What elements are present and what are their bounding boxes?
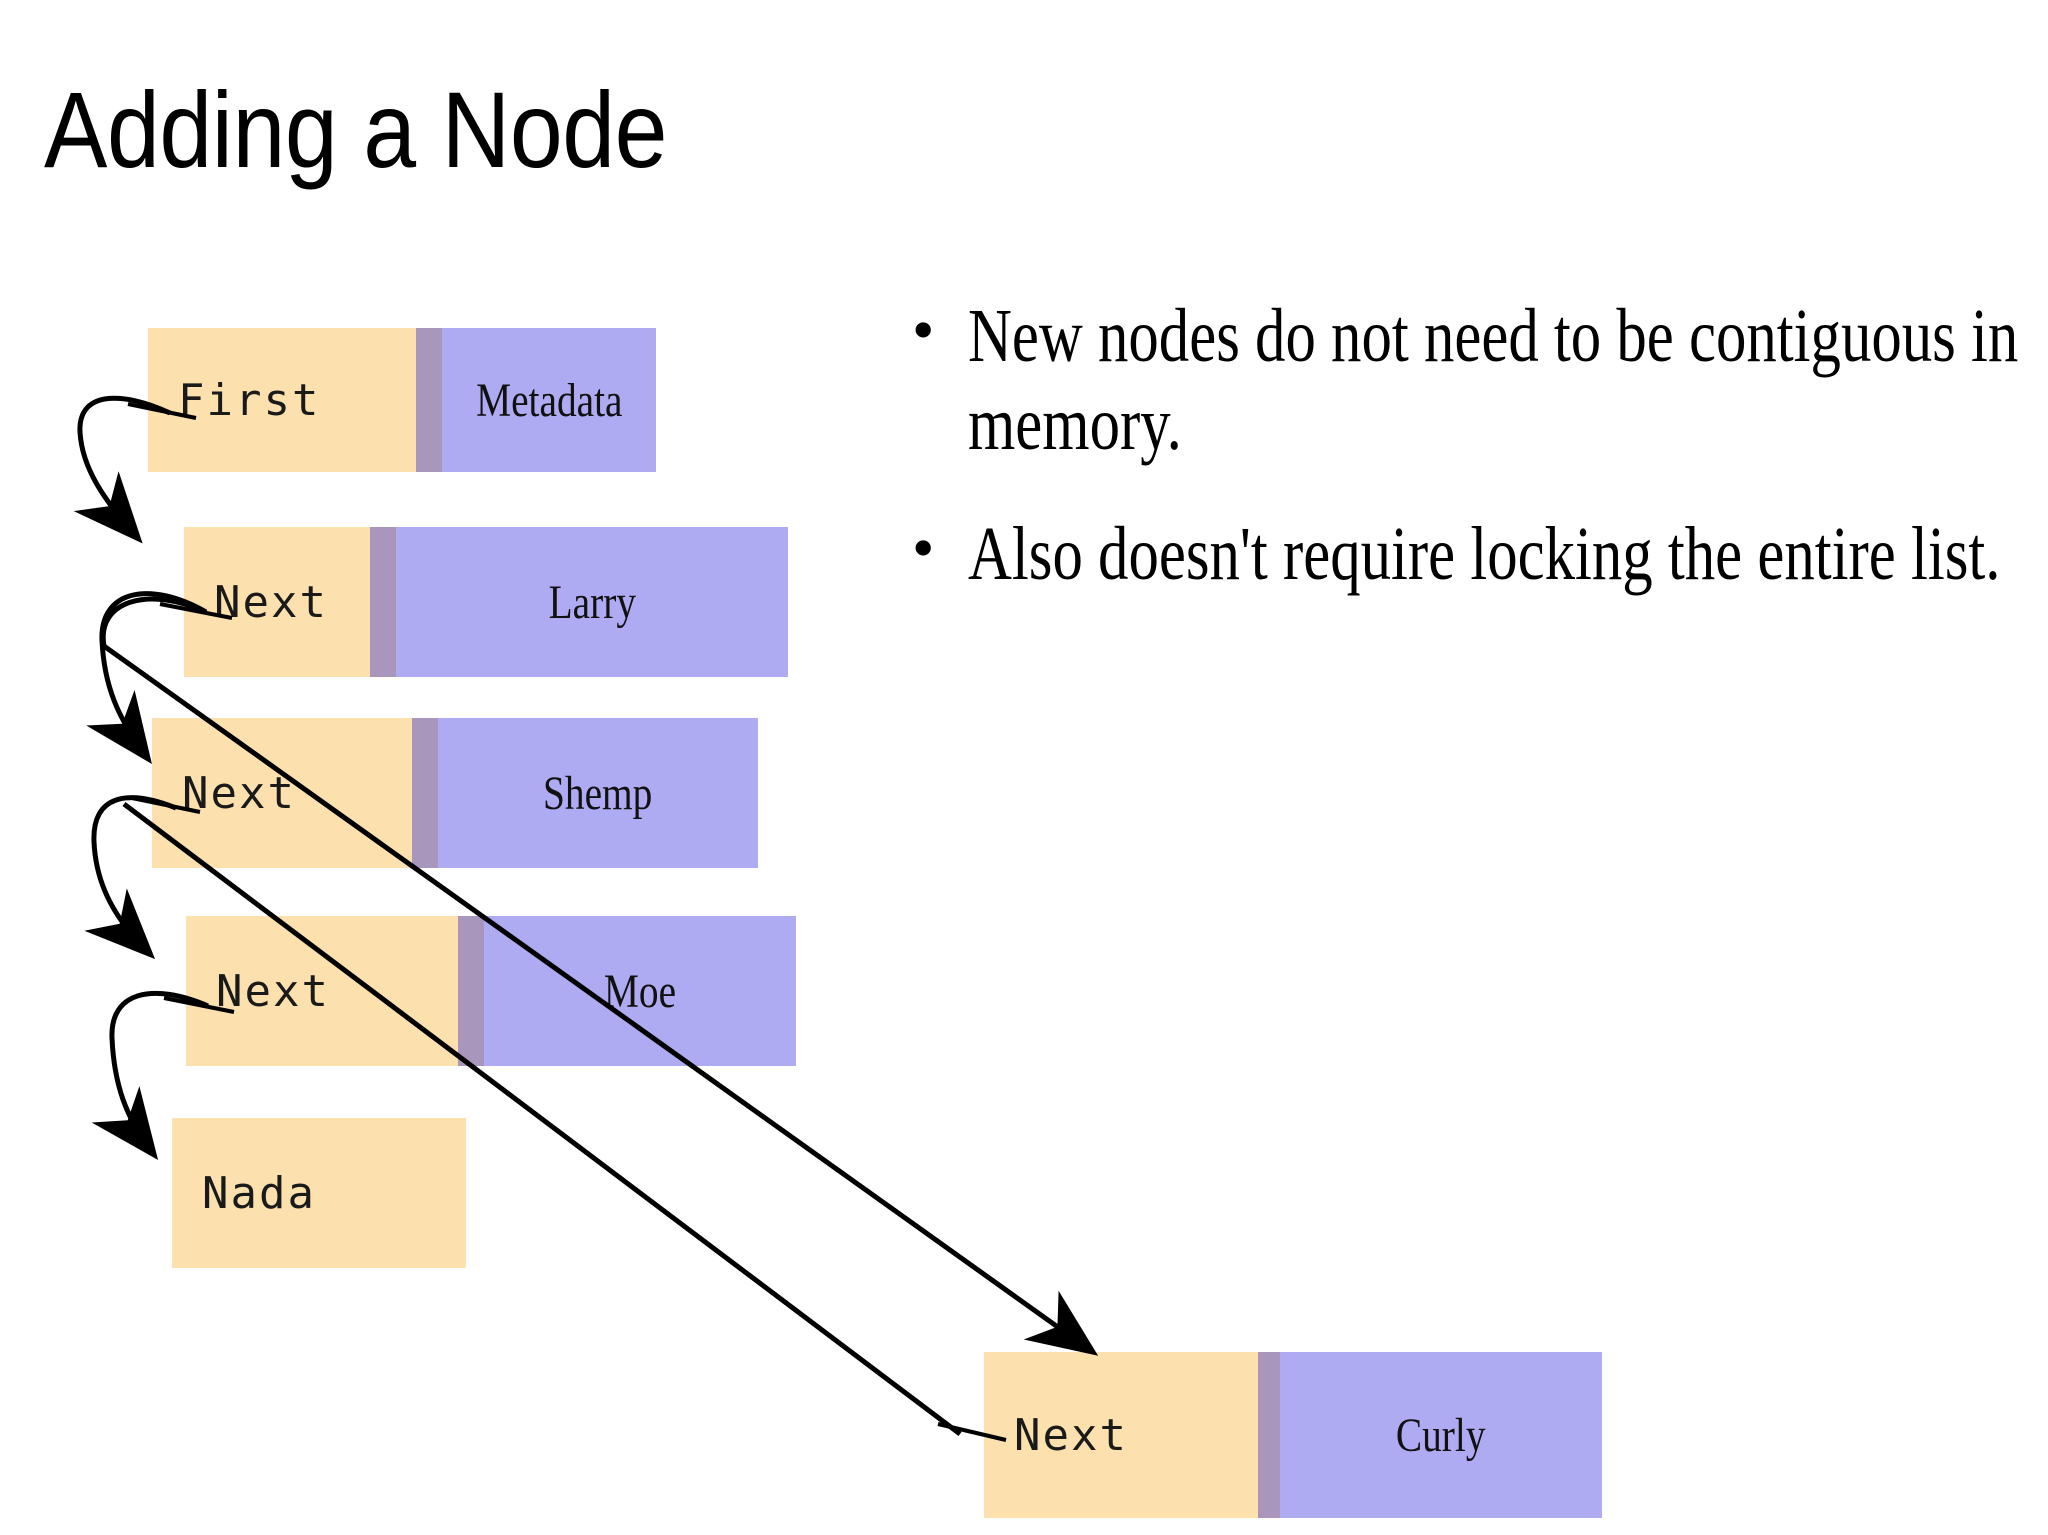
list-node-shemp[interactable]: Next Shemp: [152, 718, 758, 868]
node-value-label: Metadata: [475, 373, 623, 427]
node-pointer-label: Next: [216, 965, 330, 1017]
list-node-head[interactable]: First Metadata: [148, 328, 656, 472]
node-value-label: Moe: [603, 964, 677, 1018]
node-pointer-label: First: [178, 374, 321, 426]
node-pointer-cell: Nada: [172, 1118, 466, 1268]
node-value-cell: Shemp: [438, 718, 758, 868]
node-value-label: Larry: [548, 575, 636, 629]
node-pointer-label: Nada: [202, 1167, 316, 1219]
node-pointer-cell: Next: [186, 916, 458, 1066]
node-divider: [412, 718, 438, 868]
linked-list-diagram: First Metadata Next Larry Next Shemp: [0, 0, 1602, 1535]
page-title: Adding a Node: [44, 69, 668, 190]
bullet-text: New nodes do not need to be contiguous i…: [968, 294, 2019, 467]
list-node-nada[interactable]: Nada: [172, 1118, 466, 1268]
node-value-label: Shemp: [543, 766, 653, 820]
node-value-cell: Metadata: [442, 328, 656, 472]
node-value-cell: Curly: [1280, 1352, 1602, 1518]
node-pointer-label: Next: [1014, 1409, 1128, 1461]
node-pointer-label: Next: [182, 767, 296, 819]
node-pointer-cell: Next: [184, 527, 370, 677]
bullet-item: • Also doesn't require locking the entir…: [912, 510, 2032, 598]
bullet-text: Also doesn't require locking the entire …: [968, 512, 2001, 597]
node-value-cell: Larry: [396, 527, 788, 677]
node-divider: [1258, 1352, 1280, 1518]
node-pointer-cell: Next: [984, 1352, 1258, 1518]
bullet-marker: •: [912, 512, 935, 584]
node-pointer-label: Next: [214, 576, 328, 628]
node-divider: [416, 328, 442, 472]
list-node-curly[interactable]: Next Curly: [984, 1352, 1602, 1518]
list-node-larry[interactable]: Next Larry: [184, 527, 788, 677]
bullet-list: • New nodes do not need to be contiguous…: [912, 292, 2032, 640]
node-divider: [370, 527, 396, 677]
node-pointer-cell: First: [148, 328, 416, 472]
bullet-item: • New nodes do not need to be contiguous…: [912, 292, 2032, 468]
node-value-cell: Moe: [484, 916, 796, 1066]
node-pointer-cell: Next: [152, 718, 412, 868]
list-node-moe[interactable]: Next Moe: [186, 916, 796, 1066]
node-divider: [458, 916, 484, 1066]
bullet-marker: •: [912, 294, 935, 365]
node-value-label: Curly: [1396, 1408, 1486, 1462]
